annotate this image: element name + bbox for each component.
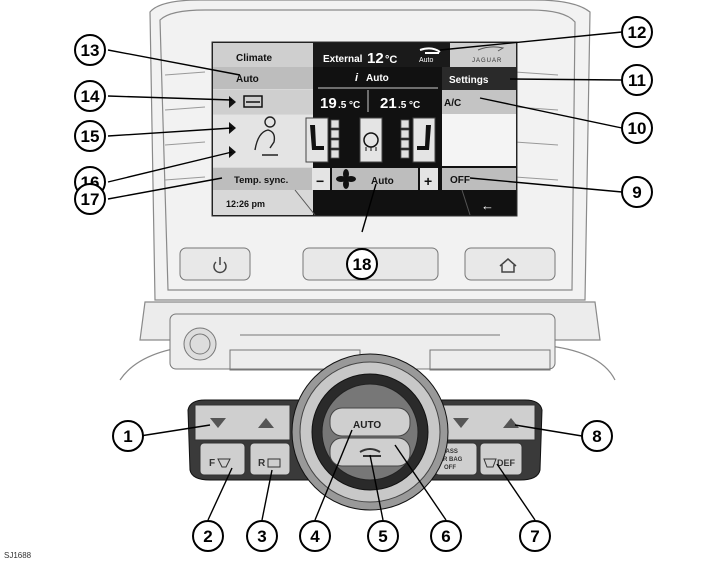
callout-number-14: 14 xyxy=(81,87,100,106)
callout-number-5: 5 xyxy=(378,527,387,546)
callout-number-9: 9 xyxy=(632,183,641,202)
callout-circle-1 xyxy=(112,420,144,452)
ac-button[interactable]: A/C xyxy=(444,98,461,109)
auto-mode-button[interactable]: Auto xyxy=(236,74,259,85)
callout-circle-14 xyxy=(74,80,106,112)
pass-airbag-line-3[interactable]: OFF xyxy=(444,465,456,471)
external-temperature-unit: °C xyxy=(385,54,397,66)
clock-time: 12:26 pm xyxy=(226,199,265,209)
right-temperature-integer[interactable]: 21 xyxy=(380,95,397,112)
callout-leader-lines xyxy=(107,31,623,521)
steering-heat-icon xyxy=(363,132,379,151)
callout-number-18: 18 xyxy=(353,255,372,274)
def-label[interactable]: DEF xyxy=(497,458,516,468)
rear-defrost-screen-icon xyxy=(243,95,263,108)
external-temperature: 12 xyxy=(367,50,384,67)
right-temp-down-button[interactable] xyxy=(453,418,469,428)
callout-number-4: 4 xyxy=(310,527,320,546)
callout-circle-5 xyxy=(367,520,399,552)
recirculation-button-icon xyxy=(359,448,381,457)
callout-circle-7 xyxy=(519,520,551,552)
right-temperature-decimal: .5 xyxy=(398,100,407,111)
callout-circle-9 xyxy=(621,176,653,208)
auto-button-label: AUTO xyxy=(353,420,381,431)
windscreen-defrost-icon xyxy=(483,458,497,468)
callout-number-15: 15 xyxy=(81,127,100,146)
callout-number-2: 2 xyxy=(203,527,212,546)
pass-airbag-line-2[interactable]: AIR BAG xyxy=(437,457,463,463)
callout-circle-11 xyxy=(621,64,653,96)
callout-number-12: 12 xyxy=(628,23,647,42)
callout-circle-17 xyxy=(74,183,106,215)
rear-defrost-icon xyxy=(267,458,281,468)
jaguar-brand-logo: JAGUAR xyxy=(472,58,502,64)
power-button[interactable] xyxy=(213,257,227,274)
recirculation-auto-label: Auto xyxy=(419,57,434,64)
callout-circle-4 xyxy=(299,520,331,552)
callout-circle-3 xyxy=(246,520,278,552)
arrow-16-icon xyxy=(229,146,236,158)
home-button[interactable] xyxy=(499,258,517,273)
jaguar-leaper-icon xyxy=(477,46,505,52)
fan-decrease-button[interactable]: − xyxy=(316,173,324,189)
callout-circle-18 xyxy=(346,248,378,280)
callout-circle-13 xyxy=(74,34,106,66)
callout-number-11: 11 xyxy=(628,71,646,90)
callout-circle-12 xyxy=(621,16,653,48)
info-auto-label: Auto xyxy=(366,73,389,84)
left-temperature-decimal: .5 xyxy=(338,100,347,111)
callout-number-6: 6 xyxy=(441,527,450,546)
callout-number-13: 13 xyxy=(81,41,100,60)
fan-increase-button[interactable]: + xyxy=(424,173,432,189)
recirculation-button[interactable] xyxy=(329,437,411,467)
callout-number-1: 1 xyxy=(123,427,132,446)
front-defrost-icon xyxy=(217,458,231,468)
callout-circle-2 xyxy=(192,520,224,552)
rear-defrost-letter[interactable]: R xyxy=(258,458,266,469)
fan-icon xyxy=(336,169,356,189)
arrow-15-icon xyxy=(229,122,236,134)
pass-airbag-line-1[interactable]: PASS xyxy=(442,449,458,455)
right-seat-icon xyxy=(417,125,431,150)
callout-number-8: 8 xyxy=(592,427,601,446)
callout-number-17: 17 xyxy=(81,190,100,209)
left-temperature-integer[interactable]: 19 xyxy=(320,95,337,112)
info-icon: i xyxy=(355,72,359,84)
callout-circle-8 xyxy=(581,420,613,452)
callout-circle-10 xyxy=(621,112,653,144)
left-temp-down-button[interactable] xyxy=(210,418,226,428)
left-temperature-unit: °C xyxy=(349,100,360,111)
callout-circle-6 xyxy=(430,520,462,552)
left-temp-up-button[interactable] xyxy=(258,418,274,428)
figure-id: SJ1688 xyxy=(4,551,32,560)
back-button[interactable]: ← xyxy=(481,198,494,213)
recirculation-icon xyxy=(419,47,441,54)
callout-circle-15 xyxy=(74,120,106,152)
occupant-airflow-icon xyxy=(254,116,278,156)
screen-title: Climate xyxy=(236,53,273,64)
left-seat-icon xyxy=(310,125,324,150)
callout-number-7: 7 xyxy=(530,527,539,546)
left-vent-lines xyxy=(164,71,206,181)
callout-number-3: 3 xyxy=(257,527,266,546)
touchscreen xyxy=(211,41,518,217)
callout-number-10: 10 xyxy=(628,119,647,138)
auto-button[interactable] xyxy=(329,407,411,437)
arrow-14-icon xyxy=(229,96,236,108)
fan-auto-label[interactable]: Auto xyxy=(371,176,394,187)
temp-sync-button[interactable]: Temp. sync. xyxy=(234,175,288,186)
settings-button[interactable]: Settings xyxy=(449,75,489,86)
external-label: External xyxy=(323,54,363,65)
right-temperature-unit: °C xyxy=(409,100,420,111)
front-defrost-letter[interactable]: F xyxy=(209,458,215,469)
off-button[interactable]: OFF xyxy=(450,175,470,186)
